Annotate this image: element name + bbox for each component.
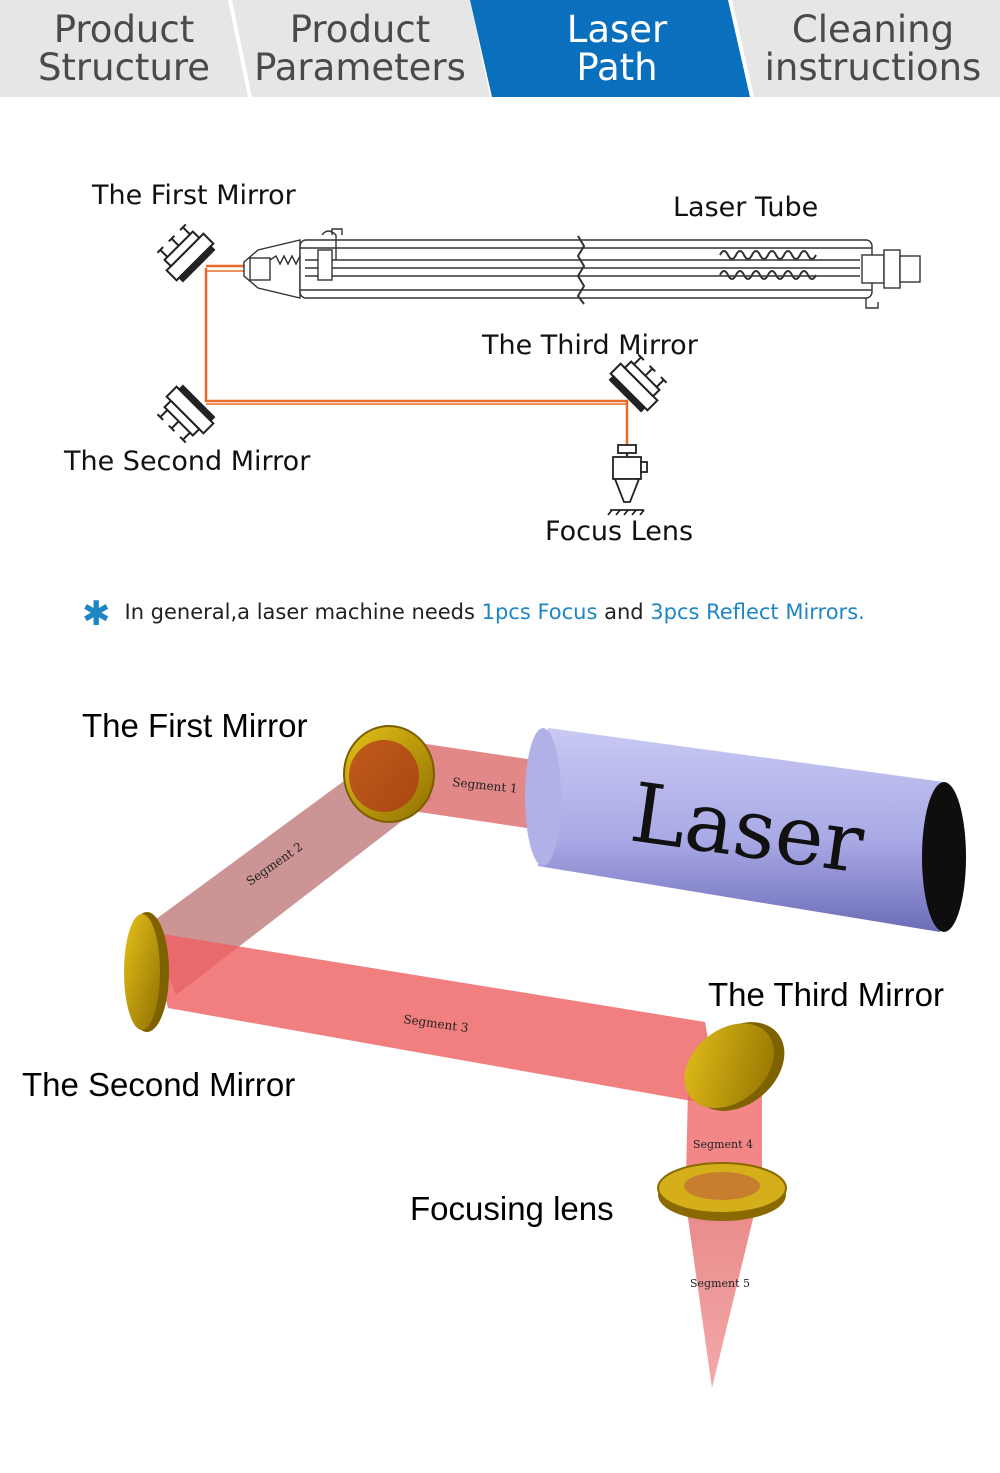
beam-segment-5 [684,1190,760,1388]
tab-cleaning-instructions[interactable]: Cleaning instructions [764,8,982,89]
schematic-label-third-mirror: The Third Mirror [482,330,698,361]
second-mirror-mount-icon [156,384,216,444]
info-note: ✱ In general,a laser machine needs 1pcs F… [82,588,865,634]
second-mirror-disc [124,912,169,1032]
tab-bg-parameters [232,0,490,97]
schematic-label-second-mirror: The Second Mirror [64,446,311,477]
beam-segment-3 [150,932,720,1106]
segment-5-label: Segment 5 [690,1277,750,1290]
beam-segment-2 [148,778,432,995]
first-mirror-mount-icon [156,223,216,283]
illustration-label-first-mirror: The First Mirror [82,707,308,744]
note-focus-highlight: 1pcs Focus [481,600,598,624]
tab-product-parameters[interactable]: Product Parameters [254,8,466,89]
note-middle: and [597,600,651,624]
asterisk-icon: ✱ [82,594,111,634]
tab-laser-path[interactable]: Laser Path [566,8,668,89]
tab-bar-shapes [0,0,1000,97]
schematic-label-laser-tube: Laser Tube [673,192,819,223]
tab-bg-laser-path [470,0,750,97]
focusing-lens-ring [657,1162,787,1221]
segment-4-label: Segment 4 [693,1138,753,1151]
note-mirrors-highlight: 3pcs Reflect Mirrors. [650,600,865,624]
beam-illustration: Laser Segment 1 Segment 2 Segment 3 Segm… [124,725,966,1388]
tab-bg-structure [0,0,248,97]
tab-product-structure[interactable]: Product Structure [37,8,211,89]
note-prefix: In general,a laser machine needs [124,600,482,624]
focus-lens-head-icon [607,444,648,516]
tab-bar: Product Structure Product Parameters Las… [0,0,1000,97]
first-mirror-beam-spot [349,740,419,812]
tab-bg-cleaning [732,0,1000,97]
illustration-label-second-mirror: The Second Mirror [22,1066,296,1103]
schematic-label-first-mirror: The First Mirror [92,180,296,211]
third-mirror-mount-icon [608,353,668,413]
schematic-diagram [156,223,921,516]
schematic-label-focus-lens: Focus Lens [545,516,694,547]
laser-tube-cylinder: Laser [525,728,966,932]
laser-tube-drawing-icon [243,228,921,309]
segment-1-label: Segment 1 [452,775,519,796]
third-mirror-disc [684,1022,785,1111]
illustration-label-focusing-lens: Focusing lens [410,1190,614,1227]
illustration-label-third-mirror: The Third Mirror [708,976,944,1013]
